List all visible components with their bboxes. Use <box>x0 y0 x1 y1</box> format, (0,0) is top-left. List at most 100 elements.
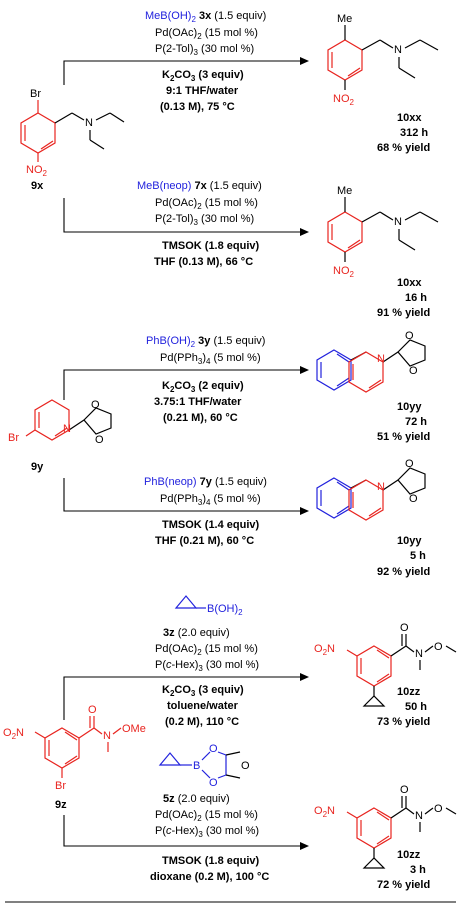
catalyst-label: Pd(OAc)2 (15 mol %) <box>155 197 258 211</box>
solvent-temp-label: THF (0.21 M), 60 °C <box>155 535 254 547</box>
product-code: 10xx <box>397 277 422 289</box>
reaction-5: B(OH)2 3z (2.0 equiv) Pd(OAc)2 (15 mol %… <box>63 595 457 728</box>
arrowhead <box>300 228 309 236</box>
product-code: 10yy <box>397 401 422 413</box>
product-yield: 68 % yield <box>377 142 430 154</box>
ligand-label: P(c-Hex)3 (30 mol %) <box>155 659 259 673</box>
bromo-label: Br <box>8 432 19 444</box>
arrowhead <box>300 366 309 374</box>
reaction-arrow <box>63 478 300 512</box>
product-time: 3 h <box>410 864 426 876</box>
ester-o-label: O <box>209 743 218 755</box>
methoxy-o-label: O <box>434 641 443 653</box>
catalyst-label: Pd(OAc)2 (15 mol %) <box>155 27 258 41</box>
arrowhead <box>300 842 309 850</box>
product-time: 72 h <box>405 416 427 428</box>
nitro-label: O2N <box>314 805 335 819</box>
carbonyl-o-label: O <box>400 622 409 634</box>
reaction-1: MeB(OH)2 3x (1.5 equiv) Pd(OAc)2 (15 mol… <box>63 10 439 154</box>
dioxolane-o-label: O <box>91 399 100 411</box>
amide-n-label: N <box>103 730 111 742</box>
product-time: 312 h <box>400 127 428 139</box>
methyl-label: Me <box>337 13 352 25</box>
base-label: K2CO3 (2 equiv) <box>162 380 244 394</box>
product-structure <box>316 339 426 393</box>
dioxolane-o-label: O <box>405 458 414 470</box>
catalyst-label: Pd(PPh3)4 (5 mol %) <box>160 493 261 507</box>
pyridine-n-label: N <box>377 353 385 365</box>
product-code: 10zz <box>397 849 421 861</box>
boron-reagent-code: 5z (2.0 equiv) <box>163 793 230 805</box>
product-code: 10zz <box>397 686 421 698</box>
solvent-label: 9:1 THF/water <box>166 85 239 97</box>
ring-o-label: O <box>241 760 250 772</box>
substrate-code: 9y <box>31 461 44 473</box>
methoxy-o-label: O <box>434 803 443 815</box>
carbonyl-o-label: O <box>400 784 409 796</box>
base-label: K2CO3 (3 equiv) <box>162 684 244 698</box>
pyridine-n-label: N <box>377 481 385 493</box>
product-time: 5 h <box>410 550 426 562</box>
substrate-code: 9z <box>55 799 67 811</box>
methyl-label: Me <box>337 185 352 197</box>
reaction-2: MeB(neop) 7x (1.5 equiv) Pd(OAc)2 (15 mo… <box>63 180 439 319</box>
reaction-arrow <box>63 198 300 233</box>
nitro-label: NO2 <box>333 93 355 107</box>
amide-n-label: N <box>415 810 423 822</box>
base-label: K2CO3 (3 equiv) <box>162 69 244 83</box>
dioxolane-o-label: O <box>409 493 418 505</box>
catalyst-label: Pd(OAc)2 (15 mol %) <box>155 643 258 657</box>
reaction-3: PhB(OH)2 3y (1.5 equiv) Pd(PPh3)4 (5 mol… <box>63 330 430 443</box>
substrate-9z: O2N O N OMe Br 9z <box>3 704 146 811</box>
dioxolane-o-label: O <box>409 365 418 377</box>
product-structure <box>346 796 457 869</box>
base-label: TMSOK (1.8 equiv) <box>162 855 260 867</box>
arrowhead <box>300 673 309 681</box>
reaction-arrow <box>63 369 300 400</box>
boron-reagent-label: PhB(neop) 7y (1.5 equiv) <box>144 476 267 488</box>
reaction-6: B O O O 5z (2.0 equiv) Pd(OAc)2 (15 mol … <box>63 743 457 891</box>
arrowhead <box>300 57 309 65</box>
solvent-label: toluene/water <box>167 700 239 712</box>
conc-temp-label: (0.21 M), 60 °C <box>163 412 238 424</box>
product-yield: 91 % yield <box>377 307 430 319</box>
product-yield: 73 % yield <box>377 716 430 728</box>
amine-n-label: N <box>394 216 402 228</box>
nitro-label: NO2 <box>333 265 355 279</box>
substrate-9x: Br N NO2 9x <box>20 88 125 192</box>
substrate-code: 9x <box>31 180 44 192</box>
carbonyl-o-label: O <box>88 704 97 716</box>
cyclopropylboronic-acid-structure <box>174 595 206 609</box>
solvent-temp-label: THF (0.13 M), 66 °C <box>154 256 253 268</box>
nitro-label: NO2 <box>26 164 48 178</box>
catalyst-label: Pd(PPh3)4 (5 mol %) <box>160 352 261 366</box>
ligand-label: P(2-Tol)3 (30 mol %) <box>155 43 254 57</box>
ligand-label: P(2-Tol)3 (30 mol %) <box>155 213 254 227</box>
reaction-arrow <box>63 676 300 720</box>
conc-temp-label: (0.13 M), 75 °C <box>160 101 235 113</box>
boron-reagent-label: MeB(neop) 7x (1.5 equiv) <box>137 180 262 192</box>
product-structure <box>327 197 439 262</box>
bromo-label: Br <box>30 88 41 100</box>
reaction-arrow <box>63 60 300 85</box>
boronic-acid-label: B(OH)2 <box>207 603 243 617</box>
nitro-label: O2N <box>314 643 335 657</box>
product-structure <box>346 634 457 707</box>
product-structure <box>327 25 439 90</box>
boron-atom-label: B <box>193 760 200 772</box>
product-time: 16 h <box>405 292 427 304</box>
cyclopropyl-boronate-ester-structure <box>158 751 241 779</box>
ligand-label: P(c-Hex)3 (30 mol %) <box>155 825 259 839</box>
catalyst-label: Pd(OAc)2 (15 mol %) <box>155 809 258 823</box>
pyridine-n-label: N <box>63 423 71 435</box>
substrate-9y: Br N O O 9y <box>8 399 112 473</box>
bromo-label: Br <box>55 780 66 792</box>
base-label: TMSOK (1.4 equiv) <box>162 519 260 531</box>
amine-n-label: N <box>85 117 93 129</box>
solvent-temp-label: dioxane (0.2 M), 100 °C <box>150 871 269 883</box>
reaction-arrow <box>63 815 300 847</box>
amine-n-label: N <box>394 44 402 56</box>
product-time: 50 h <box>405 701 427 713</box>
methoxy-label: OMe <box>122 723 146 735</box>
